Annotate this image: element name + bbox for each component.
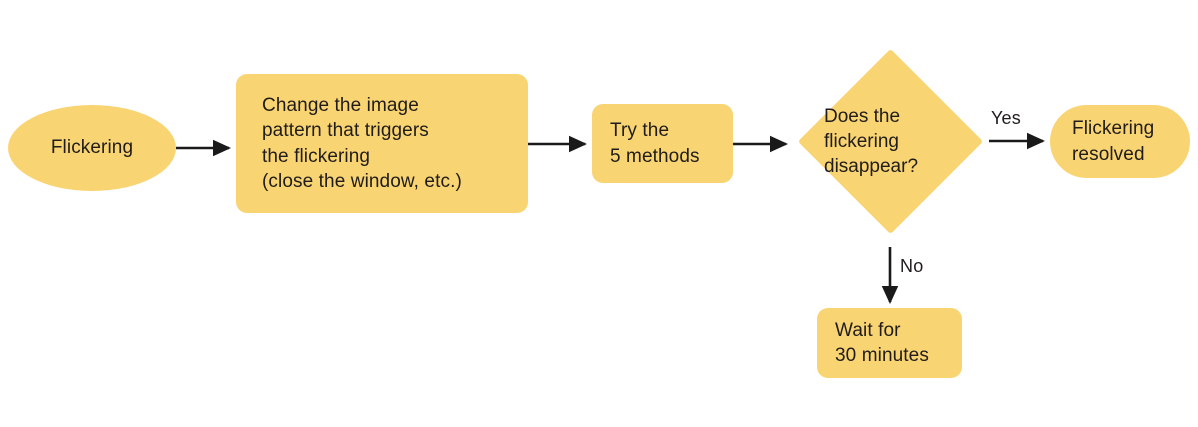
edge-label-no: No (900, 256, 924, 276)
node-flickering-resolved-label: Flickering resolved (1072, 118, 1155, 165)
node-change-image-pattern-label: Change the image pattern that triggers t… (262, 95, 462, 192)
node-wait-30-minutes-label: Wait for 30 minutes (835, 319, 929, 366)
node-decision-label-wrap: Does the flickering disappear? (792, 36, 989, 247)
node-try-5-methods-label: Try the 5 methods (610, 120, 700, 167)
node-wait-30-minutes[interactable]: Wait for 30 minutes (817, 308, 962, 378)
edge-label-yes: Yes (991, 108, 1021, 128)
node-start-label: Flickering (50, 137, 134, 159)
node-flickering-resolved[interactable]: Flickering resolved (1050, 105, 1190, 178)
node-change-image-pattern[interactable]: Change the image pattern that triggers t… (236, 74, 528, 213)
node-start-flickering[interactable]: Flickering (8, 105, 176, 191)
node-decision-label: Does the flickering disappear? (824, 105, 919, 178)
node-try-5-methods[interactable]: Try the 5 methods (592, 104, 733, 183)
